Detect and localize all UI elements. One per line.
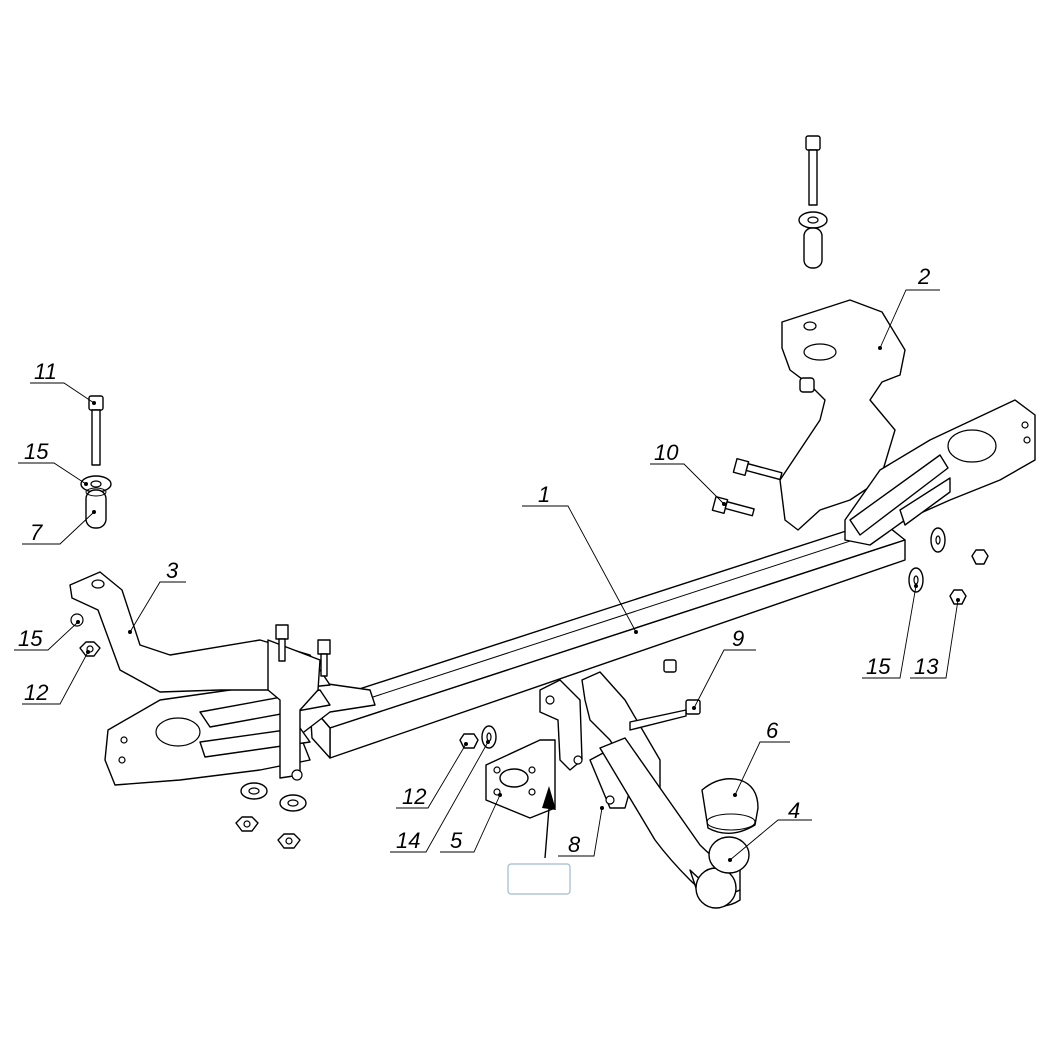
- left-bracket-bolts: [275, 624, 331, 677]
- callout-15-top-left: 15: [24, 439, 49, 464]
- callout-3: 3: [166, 558, 179, 583]
- towbar-neck-part-4: [599, 737, 741, 909]
- callout-9: 9: [732, 626, 744, 651]
- nuts-part-13: [949, 549, 989, 605]
- callout-12-left: 12: [24, 680, 48, 705]
- callout-13: 13: [914, 654, 939, 679]
- callout-5: 5: [450, 828, 463, 853]
- bottom-left-washers-nuts: [235, 782, 307, 849]
- bolt-part-9: [629, 659, 701, 731]
- callout-12-center: 12: [402, 784, 426, 809]
- left-side-plate: [104, 679, 376, 786]
- left-bracket-part-3: [69, 571, 331, 781]
- arrow-indicator: [542, 786, 556, 859]
- callout-7: 7: [30, 520, 43, 545]
- ball-cap-part-6: [701, 778, 759, 874]
- leader-lines: [14, 289, 960, 862]
- callout-11: 11: [34, 359, 57, 384]
- callout-4: 4: [788, 798, 800, 823]
- callout-1: 1: [538, 482, 550, 507]
- washers-part-15-right: [908, 527, 946, 593]
- right-bracket-part-2: [779, 299, 906, 531]
- blank-label-box: [507, 863, 571, 895]
- callout-10: 10: [654, 440, 679, 465]
- callout-6: 6: [766, 718, 779, 743]
- washer-part-14: [481, 725, 497, 749]
- sleeve-part-7: [85, 487, 107, 529]
- callout-labels: 1 2 3 4 5 6 7 8 9 10 11 12 12 13 14 15 1…: [18, 264, 939, 857]
- nut-part-12-left: [79, 641, 101, 657]
- callout-8: 8: [568, 832, 581, 857]
- right-side-plate: [844, 399, 1036, 546]
- nut-part-12-center: [459, 733, 479, 749]
- socket-plate-part-5: [485, 739, 556, 819]
- callout-2: 2: [917, 264, 930, 289]
- callout-15-mid-left: 15: [18, 626, 43, 651]
- callout-15-right: 15: [866, 654, 891, 679]
- callout-14: 14: [396, 828, 420, 853]
- bolts-part-10: [711, 457, 783, 517]
- top-right-bolt: [798, 135, 828, 269]
- left-bolt-part-11: [88, 395, 104, 466]
